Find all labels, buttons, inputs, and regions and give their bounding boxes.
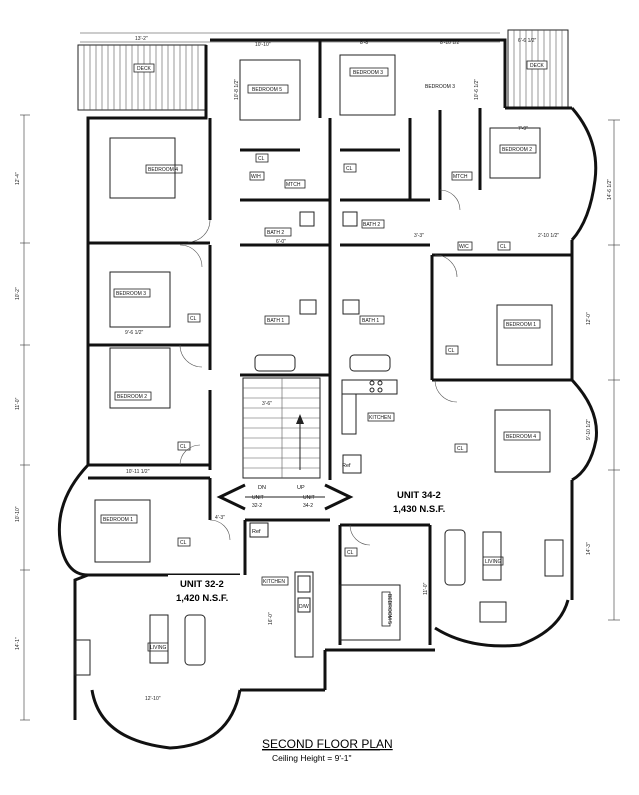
room-label: DECK: [137, 66, 152, 72]
door-swings: [179, 189, 461, 546]
dim-label: 6'-6 1/2": [518, 38, 537, 44]
living-furniture: [74, 529, 564, 676]
stair-up-label: UP: [297, 485, 305, 491]
ceiling-height: Ceiling Height = 9'-1": [272, 753, 352, 763]
dim-label: 9'-10 1/2": [586, 419, 592, 440]
room-label: BEDROOM 3: [353, 70, 383, 76]
room-label: KITCHEN: [263, 579, 285, 585]
dim-label: 7'-9": [518, 126, 528, 132]
closet-label: CL: [448, 348, 455, 354]
room-label: BEDROOM 1: [103, 517, 133, 523]
room-label: BATH 2: [363, 222, 380, 228]
unit-id: UNIT 34-2: [397, 490, 441, 501]
dim-label: 8'-10 1/2": [440, 40, 461, 46]
dim-label: 14'-1": [15, 637, 21, 650]
dim-label: 10'-10": [15, 506, 21, 522]
room-label: KITCHEN: [369, 415, 391, 421]
closet-label: CL: [347, 550, 354, 556]
closet-label: MTCH: [453, 174, 468, 180]
room-label: BEDROOM 2: [117, 394, 147, 400]
stair-unit-right-num: 34-2: [303, 503, 313, 509]
dim-label: 12'-4": [15, 172, 21, 185]
dim-label: 12'-10": [145, 696, 161, 702]
stair-unit-left: UNIT: [252, 495, 264, 501]
exterior-walls: [57, 38, 598, 750]
dim-label: 4'-3": [215, 515, 225, 521]
dim-label: 10'-11 1/2": [126, 469, 150, 475]
closet-labels: CL W/H MTCH CL MTCH CL W/C CL CL CL CL C…: [177, 153, 511, 557]
top-dimensions: 13'-2" 10'-10" 8'-8" 8'-10 1/2": [80, 32, 500, 48]
room-label: BEDROOM 4: [506, 434, 536, 440]
unit-32-2-label: UNIT 32-2 1,420 N.S.F.: [168, 575, 252, 607]
closet-label: CL: [180, 540, 187, 546]
room-label: BEDROOM 5: [386, 594, 392, 624]
room-label: BEDROOM 2: [502, 147, 532, 153]
bath-fixtures: BATH 2 BATH 2 BATH 1 BATH 1: [254, 211, 391, 372]
room-label: BEDROOM 5: [252, 87, 282, 93]
room-label: LIVING: [150, 645, 167, 651]
left-dimensions: 12'-4" 10'-2" 11'-0" 10'-10" 14'-1": [15, 114, 30, 721]
room-label: BEDROOM 3: [116, 291, 146, 297]
dim-label: 10'-2": [15, 287, 21, 300]
stair-dn-label: DN: [258, 485, 266, 491]
beds: [94, 54, 553, 641]
dim-label: 16'-0": [268, 612, 274, 625]
right-dimensions: 14'-6 1/2" 12'-0" 9'-10 1/2" 14'-3": [586, 119, 620, 621]
room-label: BEDROOM 4: [148, 167, 178, 173]
room-label: BATH 1: [362, 318, 379, 324]
room-label: BATH 1: [267, 318, 284, 324]
dim-label: 14'-3": [586, 542, 592, 555]
dim-label: 3'-3": [414, 233, 424, 239]
closet-label: CL: [190, 316, 197, 322]
room-label: DECK: [530, 63, 545, 69]
closet-label: MTCH: [286, 182, 301, 188]
dim-label: 8'-8": [360, 40, 370, 46]
unit-area: 1,430 N.S.F.: [393, 504, 445, 515]
stair-unit-right: UNIT: [303, 495, 315, 501]
appliance-label: Ref: [252, 529, 261, 535]
dim-label: 13'-2": [135, 36, 148, 42]
closet-label: CL: [457, 446, 464, 452]
dim-label: 12'-0": [586, 312, 592, 325]
room-label: LIVING: [485, 559, 502, 565]
dim-label: 10'-10": [255, 42, 271, 48]
dim-label: 6'-0": [276, 239, 286, 245]
unit-34-2-label: UNIT 34-2 1,430 N.S.F.: [385, 486, 469, 518]
closet-label: CL: [346, 166, 353, 172]
room-label: BEDROOM 3: [425, 84, 455, 90]
room-label: BATH 2: [267, 230, 284, 236]
kitchen-left: KITCHEN D/W Ref: [249, 522, 314, 658]
dim-label: 11'-0": [423, 582, 429, 595]
dim-label: 2'-10 1/2": [538, 233, 559, 239]
appliance-label: D/W: [299, 604, 309, 610]
interior-walls: [88, 108, 572, 645]
appliance-label: Ref: [342, 463, 351, 469]
dim-label: 3'-6": [262, 401, 272, 407]
kitchen-right: KITCHEN Ref: [341, 379, 398, 474]
stairwell: 3'-6": [242, 377, 321, 479]
closet-label: W/C: [459, 244, 469, 250]
unit-area: 1,420 N.S.F.: [176, 593, 228, 604]
stair-landing: DN UP UNIT 32-2 UNIT 34-2: [216, 483, 354, 511]
dim-label: 9'-6 1/2": [125, 330, 144, 336]
dim-label: 14'-6 1/2": [607, 179, 613, 200]
deck-right: DECK: [507, 29, 569, 109]
room-label: BEDROOM 1: [506, 322, 536, 328]
deck-left: DECK: [77, 44, 207, 111]
room-labels: BEDROOM 5 BEDROOM 3 BEDROOM 3 BEDROOM 4 …: [100, 67, 541, 652]
plan-title: SECOND FLOOR PLAN: [262, 737, 393, 751]
plan-title-block: SECOND FLOOR PLAN Ceiling Height = 9'-1": [262, 737, 393, 763]
closet-label: CL: [258, 156, 265, 162]
dim-label: 10'-8 1/2": [234, 79, 240, 100]
dim-label: 10'-6 1/2": [474, 79, 480, 100]
stair-unit-left-num: 32-2: [252, 503, 262, 509]
dim-label: 11'-0": [15, 397, 21, 410]
closet-label: W/H: [251, 174, 261, 180]
interior-dimensions: 6'-6 1/2" 10'-8 1/2" 10'-6 1/2" 7'-9" 9'…: [125, 38, 559, 702]
unit-id: UNIT 32-2: [180, 579, 224, 590]
closet-label: CL: [180, 444, 187, 450]
closet-label: CL: [500, 244, 507, 250]
